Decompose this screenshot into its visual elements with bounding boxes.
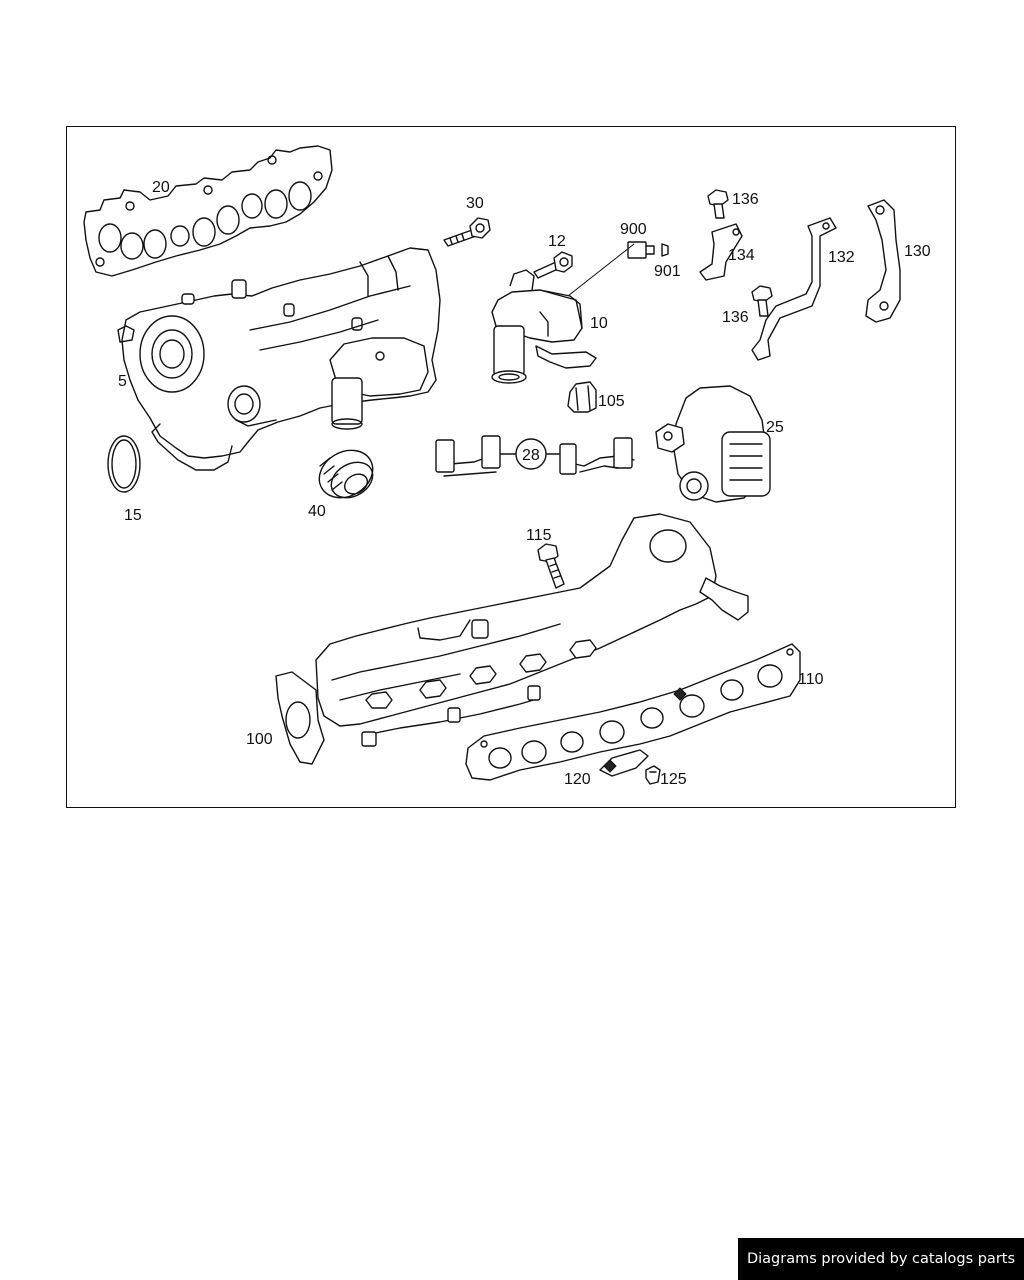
part-120-clamp[interactable] xyxy=(599,749,649,777)
callout-115: 115 xyxy=(526,527,552,544)
callout-20: 20 xyxy=(152,179,170,196)
part-100-exhaust-manifold[interactable] xyxy=(275,513,749,765)
part-132-bracket[interactable] xyxy=(751,217,837,361)
part-130-bracket[interactable] xyxy=(865,199,901,323)
callout-100: 100 xyxy=(246,731,273,748)
callout-901: 901 xyxy=(654,263,681,280)
callout-10: 10 xyxy=(590,315,608,332)
callout-130: 130 xyxy=(904,243,931,260)
callout-105: 105 xyxy=(598,393,625,410)
callout-110: 110 xyxy=(798,671,824,688)
callout-28: 28 xyxy=(522,447,540,464)
part-12-screw[interactable] xyxy=(533,251,573,279)
callout-132: 132 xyxy=(828,249,855,266)
callout-136-upper: 136 xyxy=(732,191,759,208)
callout-25: 25 xyxy=(766,419,784,436)
part-28-harness[interactable] xyxy=(435,435,635,477)
part-136-bolt-upper[interactable] xyxy=(707,189,729,219)
part-10-valve[interactable] xyxy=(491,269,597,384)
callout-900: 900 xyxy=(620,221,647,238)
part-40-coupling[interactable] xyxy=(311,441,381,507)
part-105-clip[interactable] xyxy=(567,381,597,413)
part-15-o-ring[interactable] xyxy=(107,435,141,493)
callout-136-lower: 136 xyxy=(722,309,749,326)
callout-120: 120 xyxy=(564,771,591,788)
part-900-connector[interactable] xyxy=(627,241,669,259)
callout-134: 134 xyxy=(728,247,755,264)
part-5-intake-manifold[interactable] xyxy=(117,247,441,471)
callout-125: 125 xyxy=(660,771,687,788)
part-125-screw[interactable] xyxy=(645,765,661,785)
part-20-gasket[interactable] xyxy=(83,145,333,277)
part-30-bolt[interactable] xyxy=(443,217,491,247)
credit-banner: Diagrams provided by catalogs parts xyxy=(738,1238,1024,1280)
callout-15: 15 xyxy=(124,507,142,524)
part-25-actuator[interactable] xyxy=(655,385,771,503)
callout-30: 30 xyxy=(466,195,484,212)
callout-5: 5 xyxy=(118,373,127,390)
callout-40: 40 xyxy=(308,503,326,520)
diagram-frame xyxy=(66,126,956,808)
part-115-bolt[interactable] xyxy=(537,543,565,589)
part-110-gasket[interactable] xyxy=(465,643,801,781)
part-136-bolt-lower[interactable] xyxy=(751,285,773,317)
callout-12: 12 xyxy=(548,233,566,250)
part-134-bracket[interactable] xyxy=(699,223,743,281)
